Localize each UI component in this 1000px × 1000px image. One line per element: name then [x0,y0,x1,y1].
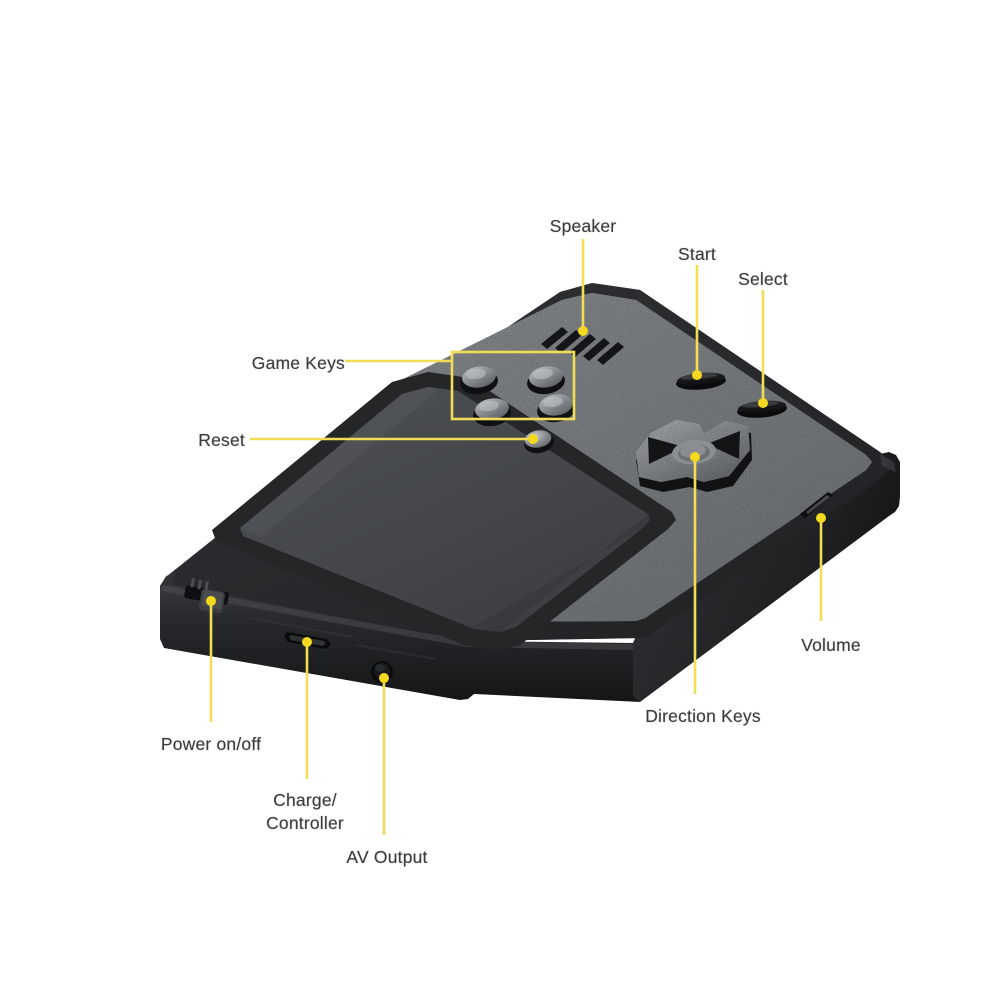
dot-volume [816,513,826,523]
dot-reset [528,434,538,444]
screen-glare [240,387,440,536]
callout-label-direction-keys: Direction Keys [645,706,761,726]
callout-label-speaker: Speaker [549,216,617,236]
dot-start [692,370,702,380]
dpad-left-notch [648,437,684,464]
callout-anchor-dots [206,326,826,683]
right-edge-highlight [880,454,896,472]
console-device [160,283,900,702]
bottom-seam-2 [355,644,437,660]
volume-slider[interactable] [800,492,833,518]
dpad-right-notch [707,431,740,459]
callout-label-select: Select [738,269,788,289]
callout-label-charge-line1: Charge/ [273,790,337,810]
dot-charge [302,637,312,647]
callout-label-charge-line2: Controller [266,813,344,833]
bottom-seam [249,617,353,638]
game-key-x[interactable] [474,396,511,422]
dot-select [758,398,768,408]
power-switch-ribs [190,578,209,591]
left-corner-highlight [160,572,176,586]
screen-glare-2 [470,514,650,632]
game-key-b[interactable] [528,364,565,390]
speaker-grille [541,327,624,365]
dot-power [206,596,216,606]
dot-speaker [578,326,588,336]
dot-direction-keys [690,452,700,462]
callout-leaders [209,239,823,835]
callout-label-av-output: AV Output [346,847,428,867]
game-keys-highlight-box [450,350,576,421]
callout-label-start: Start [678,244,716,264]
callout-label-reset: Reset [198,430,245,450]
callout-label-power-on-off: Power on/off [160,734,262,754]
start-button[interactable] [675,371,726,392]
game-key-a[interactable] [461,364,498,390]
dot-av-output [379,673,389,683]
callout-label-volume: Volume [801,635,861,655]
game-key-y[interactable] [538,392,575,418]
device-front-edge-highlight [161,585,633,650]
callout-label-game-keys: Game Keys [251,353,345,373]
device-right-edge [633,452,900,702]
